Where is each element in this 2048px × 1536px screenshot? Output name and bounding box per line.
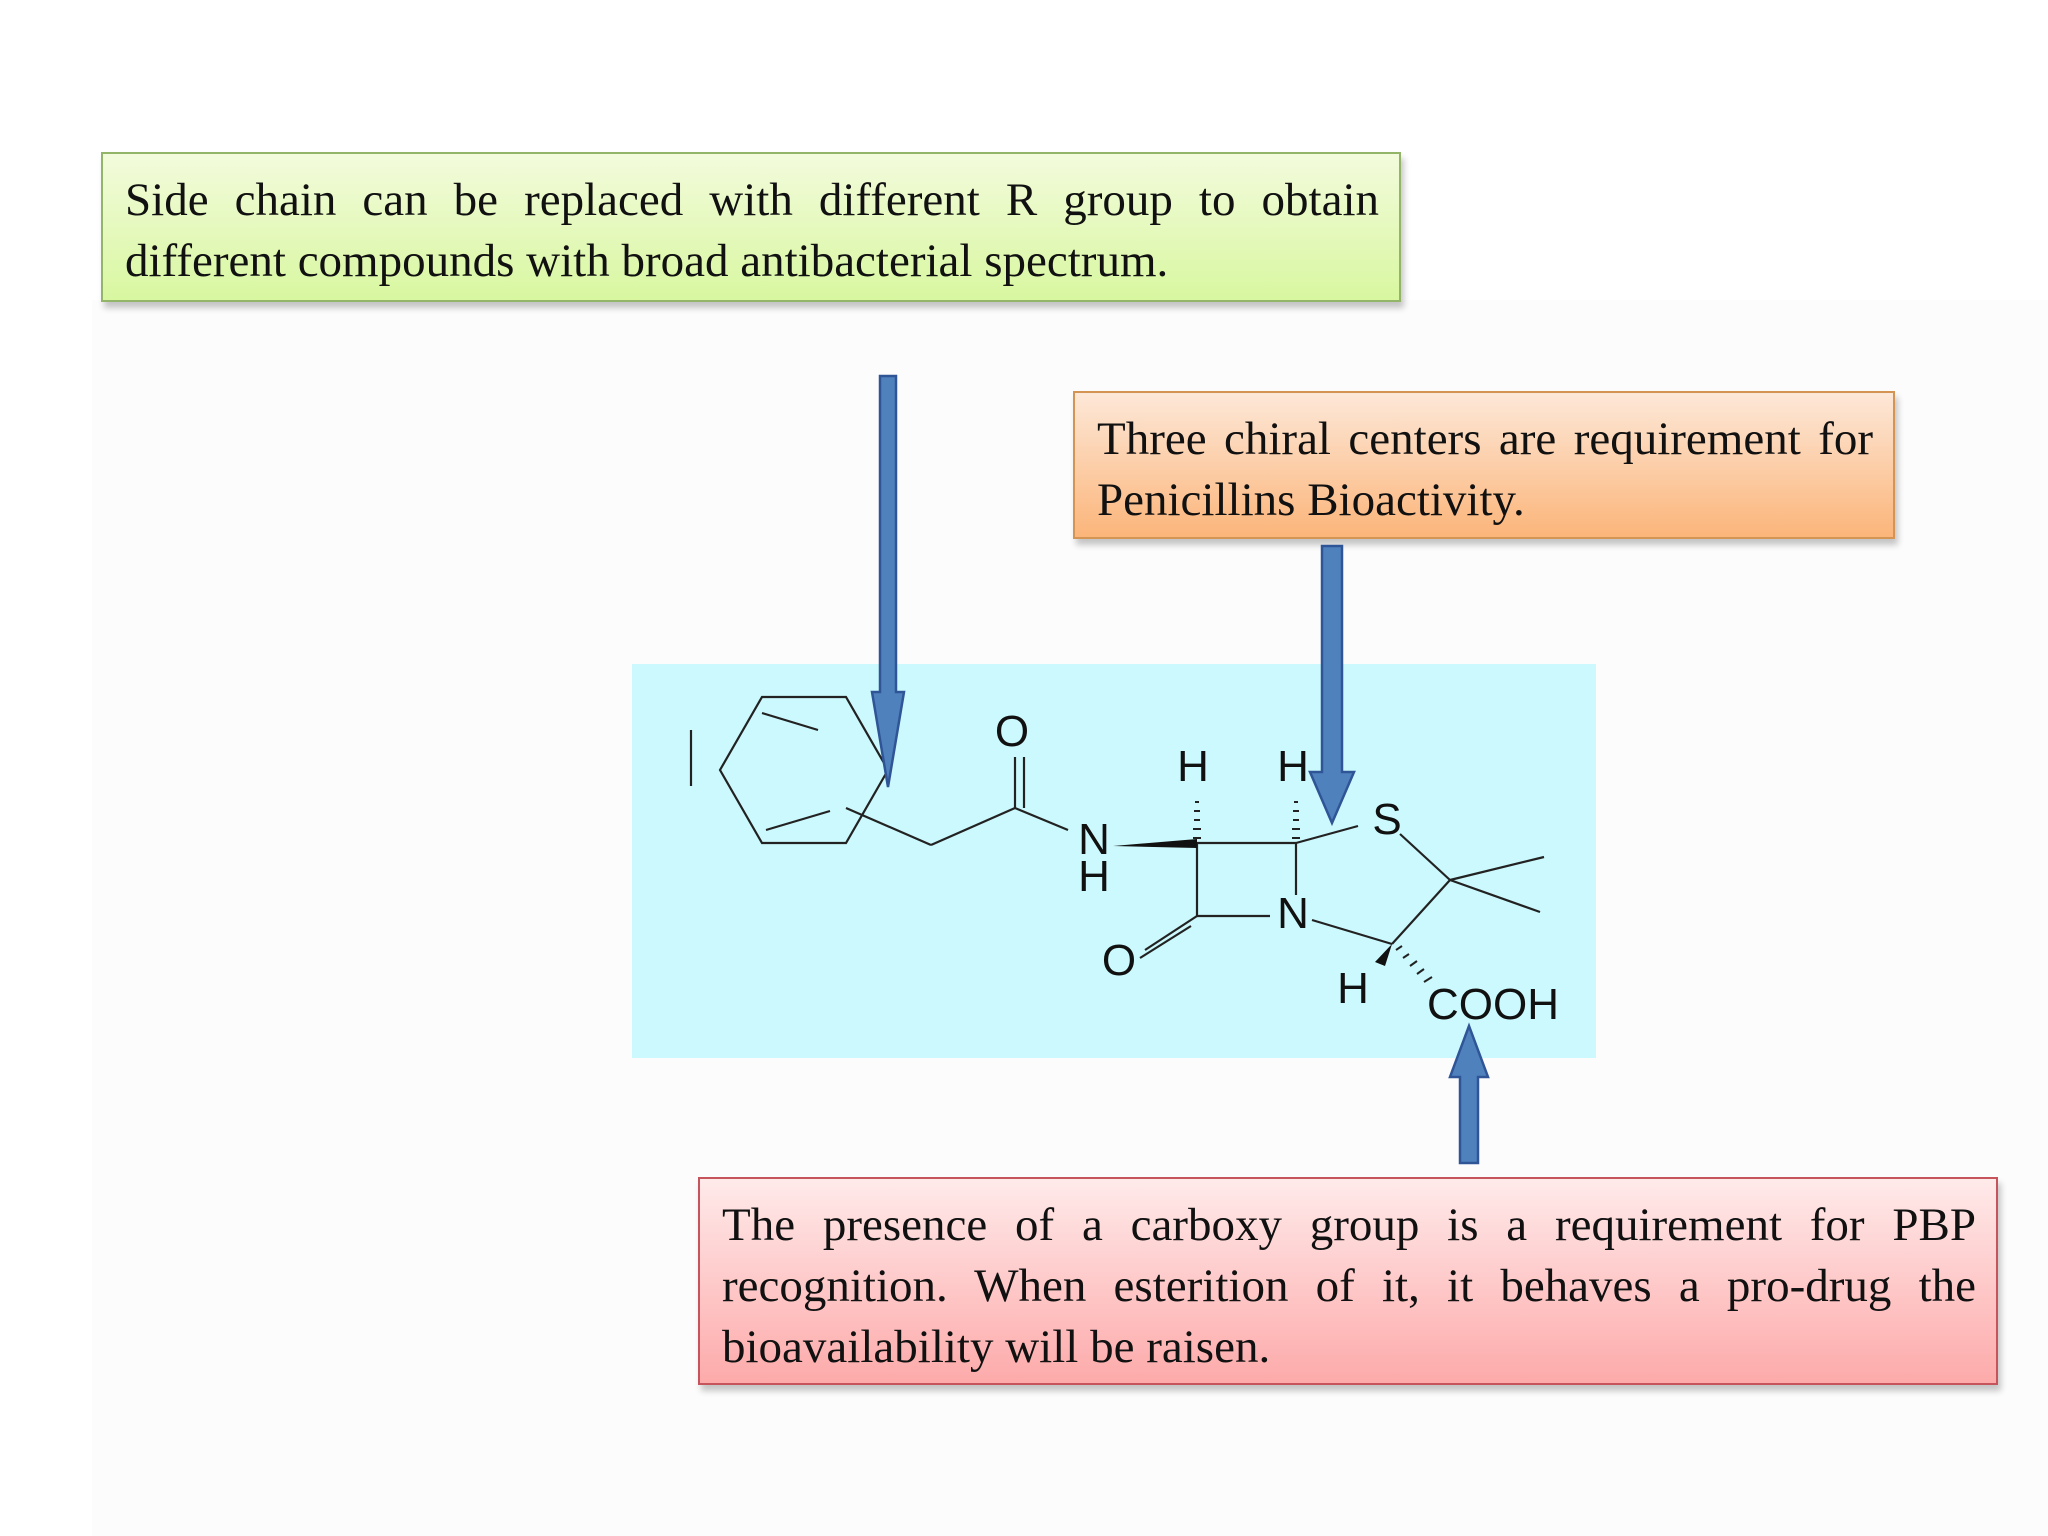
up-arrow-icon [1448, 1022, 1490, 1165]
structure-background [632, 664, 1596, 1058]
hash-bonds [1193, 801, 1433, 983]
atom-n-amide: N [1078, 815, 1110, 864]
atom-s: S [1372, 795, 1401, 844]
atom-o-lactam: O [1102, 936, 1136, 985]
atom-h-1: H [1177, 742, 1209, 791]
ring-double-bond-bottom [765, 809, 831, 832]
ring-double-bond-top [761, 711, 819, 732]
side-chain-callout: Side chain can be replaced with differen… [101, 152, 1401, 302]
wedge-bond-amide [1113, 839, 1197, 848]
group-cooh: COOH [1427, 980, 1559, 1029]
atom-h-2: H [1277, 742, 1309, 791]
atom-h-3: H [1337, 964, 1369, 1013]
structure-bonds [689, 695, 1545, 959]
atom-h-amide: H [1078, 852, 1110, 901]
down-arrow-icon [870, 374, 906, 788]
chiral-centers-callout: Three chiral centers are requirement for… [1073, 391, 1895, 539]
down-arrow-icon [1308, 544, 1356, 827]
wedge-bond-h [1375, 944, 1392, 966]
atom-n-ring: N [1277, 889, 1309, 938]
atom-o-amide: O [995, 707, 1029, 756]
carboxy-group-callout: The presence of a carboxy group is a req… [698, 1177, 1998, 1385]
